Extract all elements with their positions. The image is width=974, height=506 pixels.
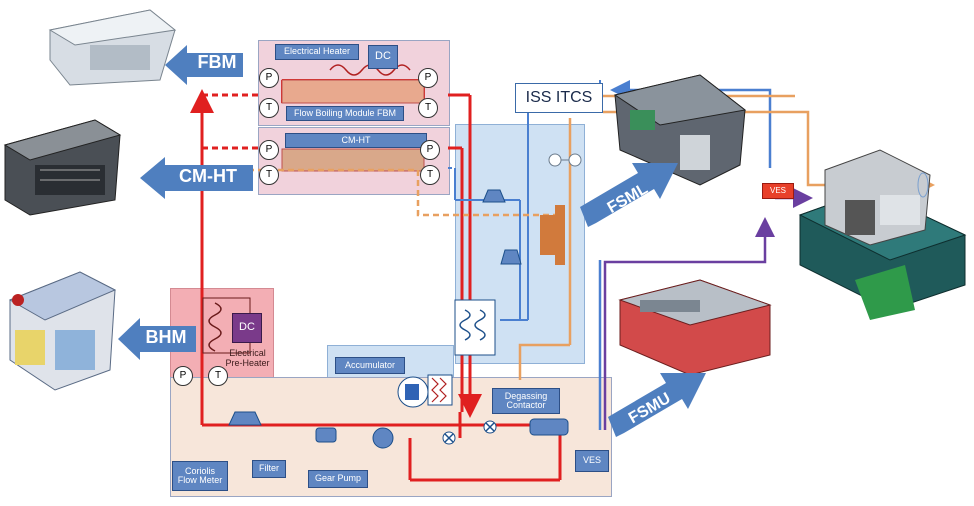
iss-itcs-box: ISS ITCS (515, 83, 603, 113)
gear-pump-label: Gear Pump (308, 470, 368, 488)
sensor-t-fbm-right: T (418, 98, 438, 118)
flow-boiling-module-label: Flow Boiling Module FBM (286, 106, 404, 121)
pre-heater-label: Electrical Pre-Heater (225, 348, 270, 368)
sensor-t-cmht-left: T (259, 165, 279, 185)
dc-preheater-label: DC (232, 313, 262, 343)
sensor-t-preheater: T (208, 366, 228, 386)
platform-hardware-image (798, 149, 967, 320)
sensor-p-fbm-left: P (259, 68, 279, 88)
sensor-t-text: T (424, 102, 432, 113)
cmht-hardware-image (3, 119, 122, 216)
sensor-t-text: T (214, 370, 222, 381)
sensor-t-text: T (426, 169, 434, 180)
ves-right-label: VES (762, 183, 794, 199)
accumulator-label: Accumulator (335, 357, 405, 374)
sensor-p-cmht-right: P (420, 140, 440, 160)
sensor-p-text: P (265, 72, 273, 83)
sensor-p-cmht-left: P (259, 140, 279, 160)
bhm-hardware-image (8, 271, 117, 391)
sensor-t-text: T (265, 102, 273, 113)
sensor-t-text: T (265, 169, 273, 180)
sensor-p-fbm-right: P (418, 68, 438, 88)
fsmu-hardware-image (618, 279, 772, 376)
iss-itcs-label: ISS ITCS (525, 89, 593, 106)
bhm-arrow-label: BHM (145, 327, 187, 347)
dc-top-label: DC (368, 45, 398, 69)
fbm-hardware-image (48, 9, 177, 86)
fsml-hardware-image (613, 74, 747, 186)
fsml-arrow (580, 163, 678, 227)
sensor-p-text: P (265, 144, 273, 155)
cmht-arrow (140, 157, 253, 199)
sensor-p-preheater: P (173, 366, 193, 386)
fsmu-arrow (608, 373, 706, 437)
filter-label: Filter (252, 460, 286, 478)
coriolis-label: Coriolis Flow Meter (172, 461, 228, 491)
bhm-arrow (118, 318, 196, 360)
sensor-t-cmht-right: T (420, 165, 440, 185)
sensor-t-fbm-left: T (259, 98, 279, 118)
fbm-arrow-label: FBM (197, 52, 237, 72)
degassing-contactor-label: Degassing Contactor (492, 388, 560, 414)
cmht-label: CM-HT (285, 133, 427, 148)
sensor-p-text: P (426, 144, 434, 155)
ves-bottom-label: VES (575, 450, 609, 472)
sensor-p-text: P (424, 72, 432, 83)
fbm-arrow (165, 45, 243, 85)
sensor-p-text: P (179, 370, 187, 381)
cmht-arrow-label: CM-HT (179, 166, 237, 186)
electrical-heater-label: Electrical Heater (275, 44, 359, 60)
